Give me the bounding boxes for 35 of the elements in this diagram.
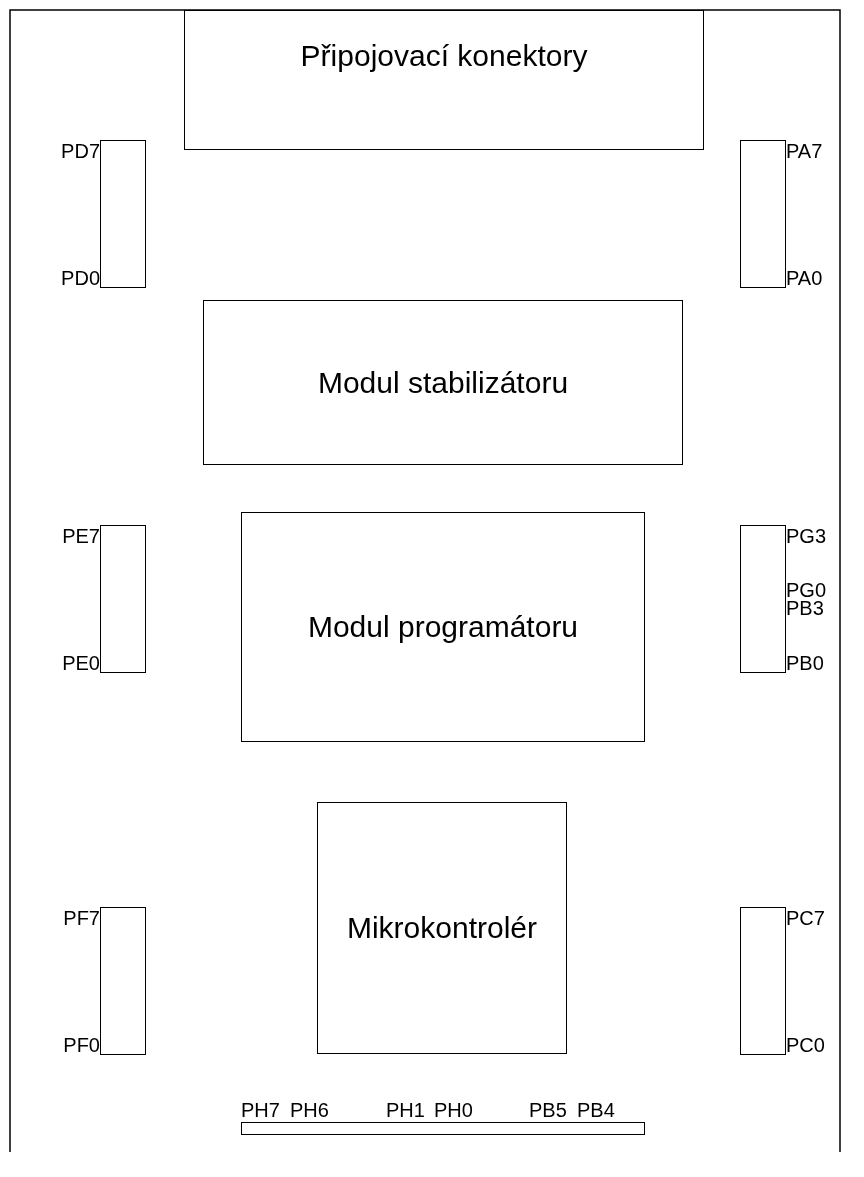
module-box: [184, 10, 704, 150]
pin-header: [241, 1122, 645, 1135]
pin-header: [100, 525, 146, 673]
pin-label: PH1: [386, 1100, 425, 1120]
module-box: [241, 512, 645, 742]
module-box: [203, 300, 683, 465]
pin-label: PE0: [62, 653, 100, 673]
pin-label: PB4: [577, 1100, 615, 1120]
module-title: Modul stabilizátoru: [317, 365, 569, 400]
pin-label: PB0: [786, 653, 824, 673]
pin-header: [740, 907, 786, 1055]
pin-label: PC0: [786, 1035, 825, 1055]
pin-label: PA7: [786, 141, 823, 161]
pin-label: PF0: [63, 1035, 100, 1055]
pin-label: PE7: [62, 526, 100, 546]
pin-header: [740, 140, 786, 288]
pin-label: PG0: [786, 580, 827, 600]
pin-label: PH7: [241, 1100, 280, 1120]
module-title: Připojovací konektory: [300, 39, 588, 73]
pin-header: [100, 907, 146, 1055]
pin-label: PB3: [786, 598, 824, 618]
pin-label: PD7: [61, 141, 100, 161]
module-title: Modul programátoru: [307, 610, 579, 644]
pin-label: PC7: [786, 908, 825, 928]
pin-label: PB5: [529, 1100, 567, 1120]
pin-label: PD0: [61, 268, 100, 288]
pin-label: PG3: [786, 526, 827, 546]
pin-label: PF7: [63, 908, 100, 928]
module-title: Mikrokontrolér: [346, 911, 538, 945]
pin-label: PH0: [434, 1100, 473, 1120]
pin-header: [740, 525, 786, 673]
module-box: [317, 802, 567, 1054]
pin-label: PH6: [290, 1100, 329, 1120]
pin-header: [100, 140, 146, 288]
pin-label: PA0: [786, 268, 823, 288]
